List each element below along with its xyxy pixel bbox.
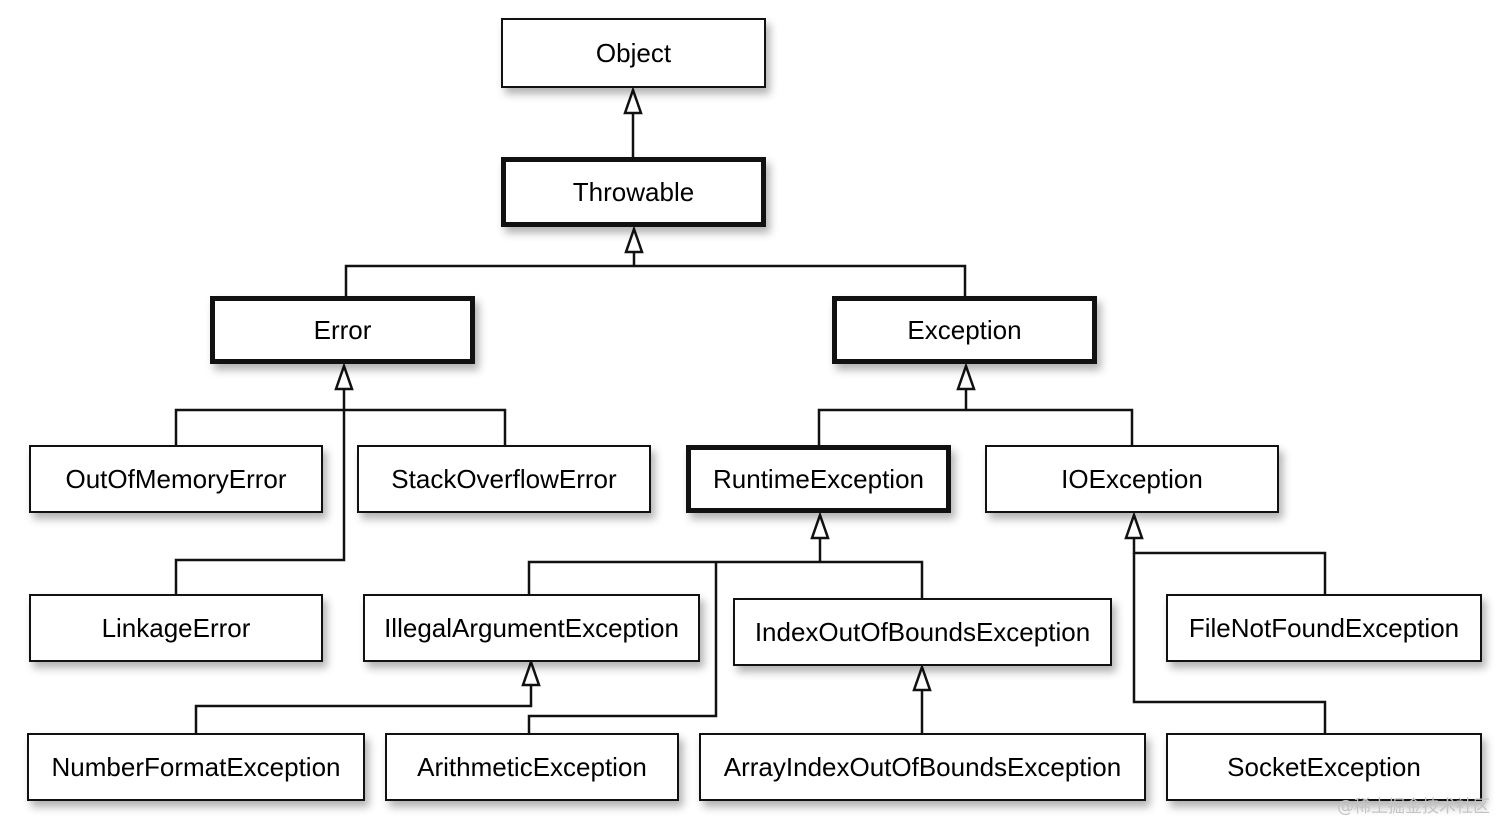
node-runtime-exception: RuntimeException [686,445,951,513]
node-illegal-argument-exception-label: IllegalArgumentException [384,612,679,643]
node-io-exception: IOException [985,445,1279,513]
node-exception-label: Exception [907,314,1022,345]
arrowhead-throwable [624,225,644,254]
arrowhead-io-exception [1124,511,1144,540]
node-linkage-error-label: LinkageError [101,612,251,643]
node-index-out-of-bounds-exception: IndexOutOfBoundsException [733,598,1112,666]
node-array-index-out-of-bounds-exception: ArrayIndexOutOfBoundsException [699,733,1146,801]
node-stack-overflow-error: StackOverflowError [357,445,651,513]
connector-runtime-exception [817,408,1134,445]
node-out-of-memory-error: OutOfMemoryError [29,445,323,513]
node-number-format-exception: NumberFormatException [27,733,365,801]
node-file-not-found-exception-label: FileNotFoundException [1188,612,1460,643]
arrowhead-object [623,86,643,115]
connector-outofmemory-error [174,408,507,445]
node-linkage-error: LinkageError [29,594,323,662]
watermark: @稀土掘金技术社区 [1337,797,1490,817]
node-runtime-exception-label: RuntimeException [713,463,924,494]
node-array-index-out-of-bounds-exception-label: ArrayIndexOutOfBoundsException [723,751,1122,782]
arrowhead-runtime-exception [810,511,830,540]
arrowhead-exception [956,362,976,391]
node-error: Error [210,296,475,364]
connector-exception-throwable [634,264,967,296]
node-stack-overflow-error-label: StackOverflowError [391,463,617,494]
node-throwable-label: Throwable [572,176,695,207]
node-illegal-argument-exception: IllegalArgumentException [363,594,700,662]
node-out-of-memory-error-label: OutOfMemoryError [65,463,287,494]
connector-illegalargument-runtime [527,560,924,598]
arrowhead-error [334,362,354,391]
node-object: Object [501,18,766,88]
connector-filenotfound-io [1132,538,1327,594]
node-io-exception-label: IOException [1061,463,1203,494]
connector-linkage-error [174,389,346,594]
node-arithmetic-exception-label: ArithmeticException [417,751,647,782]
node-socket-exception-label: SocketException [1227,751,1421,782]
node-error-label: Error [313,314,372,345]
node-index-out-of-bounds-exception-label: IndexOutOfBoundsException [754,616,1091,647]
node-number-format-exception-label: NumberFormatException [51,751,341,782]
node-arithmetic-exception: ArithmeticException [385,733,679,801]
arrowhead-index-out-of-bounds [912,663,932,692]
node-object-label: Object [595,37,672,68]
connector-socket-io [1132,553,1327,733]
node-socket-exception: SocketException [1166,733,1482,801]
connector-arithmetic-runtime [527,562,718,733]
node-exception: Exception [832,296,1097,364]
connector-numberformat-illegalargument [194,685,533,733]
connector-error-throwable [344,264,634,296]
arrowhead-illegal-argument [521,658,541,687]
node-throwable: Throwable [501,157,766,227]
node-file-not-found-exception: FileNotFoundException [1166,594,1482,662]
